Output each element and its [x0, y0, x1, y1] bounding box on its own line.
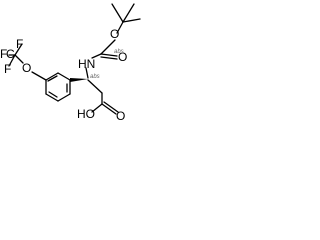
bond-c-f-bottom [8, 54, 16, 67]
bond-carbonyl-double-1 [100, 53, 118, 57]
bond-o-cf3 [14, 54, 24, 64]
bond-ester-o-carbonyl [100, 39, 116, 55]
bond-ring-ether-o [31, 71, 47, 81]
atom-hydroxyl: HO [77, 107, 95, 121]
atom-fluorine-left: F [0, 47, 7, 61]
atom-cf3-carbon: C [6, 47, 15, 61]
bond-alpha-beta [87, 79, 103, 94]
bond-carboxyl-oh [91, 103, 103, 113]
bond-carboxyl-double-2 [103, 101, 119, 113]
stereo-wedge-bond [70, 78, 88, 82]
atom-ester-oxygen: O [110, 27, 119, 41]
atom-fluorine-bottom: F [4, 62, 11, 76]
atom-acid-carbonyl-oxygen: O [116, 109, 125, 123]
bond-carboxyl-double-1 [101, 103, 117, 115]
atom-ether-oxygen: O [22, 61, 31, 75]
benzene-ring [45, 72, 71, 102]
stereo-label-boc: abs [114, 49, 124, 55]
bond-c-f-top [14, 43, 23, 56]
chemical-structure: O O HN O C F F F HO O abs abs [0, 3, 141, 123]
bond-carbonyl-double-2 [100, 56, 118, 60]
bond-tbu-oxygen [116, 21, 124, 34]
atom-carbonyl-oxygen: O [118, 50, 127, 64]
bond-carbonyl-nh [91, 53, 102, 59]
atom-nh: HN [78, 57, 95, 71]
tert-butyl-group [111, 3, 141, 23]
stereo-label-alpha: abs [90, 74, 100, 80]
bond-nh-alpha-carbon [85, 67, 89, 79]
atom-fluorine-top: F [16, 37, 23, 51]
